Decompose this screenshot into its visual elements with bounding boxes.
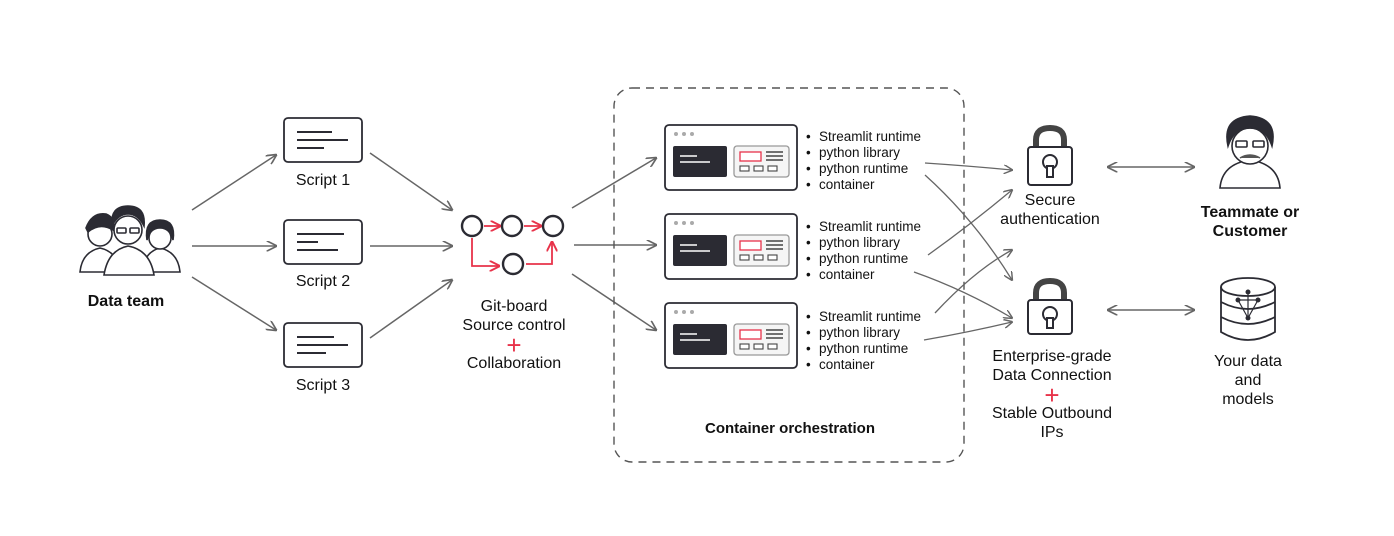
script-doc-icon-1 <box>283 117 363 163</box>
script-doc-icon-2 <box>283 219 363 265</box>
secure-auth-line2: authentication <box>1000 211 1100 228</box>
container-2-item: python library <box>806 235 921 251</box>
arrow-c3-data <box>923 322 1012 341</box>
customer-line2: Customer <box>1212 223 1288 240</box>
container-2-item: python runtime <box>806 251 921 267</box>
gitboard-line2: Source control <box>462 317 566 334</box>
container-2-item: container <box>806 267 921 283</box>
person-icon <box>1219 115 1281 189</box>
arrow-script1-git <box>369 152 452 210</box>
container-3-item: Streamlit runtime <box>806 309 921 325</box>
your-data-line3: models <box>1222 391 1274 408</box>
padlock-icon-data <box>1027 277 1073 335</box>
script-2-label: Script 2 <box>295 273 351 290</box>
your-data-line1: Your data <box>1214 353 1282 370</box>
git-graph-icon <box>460 214 565 276</box>
arrow-c1-data <box>924 174 1012 280</box>
script-3-label: Script 3 <box>295 377 351 394</box>
arrow-git-container1 <box>571 158 656 209</box>
data-connection-line2: Data Connection <box>992 367 1112 384</box>
container-1-item: python library <box>806 145 921 161</box>
gitboard-line1: Git-board <box>480 298 548 315</box>
script-doc-icon-3 <box>283 322 363 368</box>
arrow-c2-auth <box>927 190 1012 256</box>
app-window-icon-1 <box>664 124 798 191</box>
container-1-item: container <box>806 177 921 193</box>
arrow-c1-auth <box>924 162 1012 170</box>
data-connection-line1: Enterprise-grade <box>992 348 1112 365</box>
arrow-team-script3 <box>191 276 276 330</box>
arrow-team-script1 <box>191 155 276 211</box>
people-group-icon <box>79 205 181 276</box>
container-2-list: Streamlit runtime python library python … <box>806 219 921 283</box>
container-3-list: Streamlit runtime python library python … <box>806 309 921 373</box>
container-1-item: python runtime <box>806 161 921 177</box>
arrow-c2-data <box>913 271 1012 318</box>
padlock-icon-auth <box>1027 124 1073 186</box>
gitboard-plus: + <box>506 330 522 360</box>
data-connection-line3: Stable Outbound <box>991 405 1113 422</box>
container-3-item: container <box>806 357 921 373</box>
container-3-item: python library <box>806 325 921 341</box>
data-connection-line4: IPs <box>1040 424 1064 441</box>
data-connection-plus: + <box>1044 380 1060 410</box>
app-window-icon-3 <box>664 302 798 369</box>
arrow-c3-auth <box>934 250 1012 314</box>
secure-auth-line1: Secure <box>1024 192 1076 209</box>
your-data-line2: and <box>1234 372 1262 389</box>
container-1-item: Streamlit runtime <box>806 129 921 145</box>
app-window-icon-2 <box>664 213 798 280</box>
container-1-list: Streamlit runtime python library python … <box>806 129 921 193</box>
container-2-item: Streamlit runtime <box>806 219 921 235</box>
data-team-label: Data team <box>87 293 165 310</box>
orchestration-boundary <box>613 87 965 463</box>
container-3-item: python runtime <box>806 341 921 357</box>
arrow-script3-git <box>369 280 452 339</box>
script-1-label: Script 1 <box>295 172 351 189</box>
orchestration-label: Container orchestration <box>704 420 876 437</box>
customer-line1: Teammate or <box>1200 204 1300 221</box>
gitboard-line3: Collaboration <box>466 355 562 372</box>
database-icon <box>1220 277 1276 341</box>
